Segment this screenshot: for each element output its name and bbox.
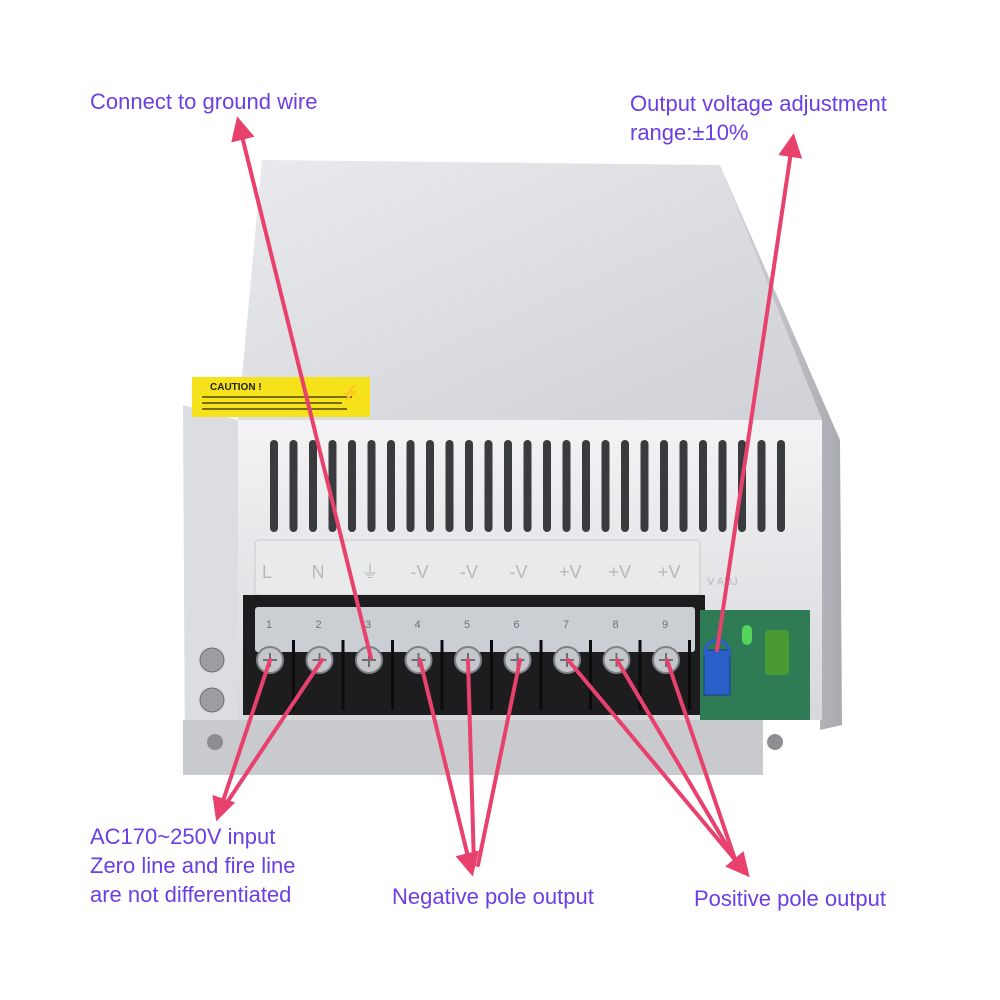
vent-slot (387, 440, 395, 532)
vent-slot (348, 440, 356, 532)
vent-slot (367, 440, 376, 532)
terminal-legend-mark: N (312, 562, 325, 582)
arrow-ac-n (220, 658, 324, 812)
annotation-arrows (212, 116, 803, 878)
ac-input-label: AC170~250V input Zero line and fire line… (90, 822, 295, 909)
arrow-neg-4 (418, 658, 479, 877)
vent-slot (562, 440, 571, 532)
terminal-legend-mark: +V (609, 562, 632, 582)
terminal-legend-mark: ⏚ (361, 562, 379, 582)
vent-slot (777, 440, 785, 532)
terminal-divider (539, 640, 543, 710)
vent-slot (601, 440, 610, 532)
arrow-ac-l (212, 658, 272, 822)
voltage-adjust-line2: range:±10% (630, 120, 749, 145)
adj-label: V ADJ (707, 576, 738, 588)
terminal-legend-mark: L (262, 562, 272, 582)
ventilation-slots (270, 440, 785, 532)
flange-screw (767, 734, 783, 750)
vent-slot (699, 440, 707, 532)
vent-slot (426, 440, 434, 532)
case-right-side (720, 165, 842, 730)
terminal-divider (391, 640, 394, 710)
vent-slot (679, 440, 688, 532)
terminal-divider (341, 640, 345, 710)
arrow-voltage (715, 133, 803, 652)
arrow-pos-9 (665, 658, 740, 870)
lightning-icon: ⚡ (340, 383, 360, 402)
terminal-legend-mark: +V (559, 562, 582, 582)
terminal-number: 2 (316, 619, 322, 631)
arrow-pos-8 (615, 658, 742, 870)
terminal-divider (638, 640, 642, 710)
vent-slot (406, 440, 415, 532)
ac-input-line2: Zero line and fire line (90, 853, 296, 878)
terminal-number: 5 (464, 619, 470, 631)
adjust-potentiometer (703, 649, 731, 696)
vent-slot (484, 440, 493, 532)
positive-output-label: Positive pole output (694, 884, 886, 913)
terminal-divider (292, 640, 295, 710)
terminal-number: 4 (415, 619, 421, 631)
vent-slot (757, 440, 766, 532)
vent-slot (289, 440, 298, 532)
terminal-number: 8 (613, 619, 619, 631)
vent-slot (718, 440, 727, 532)
terminal-block: 1 2 3 4 5 6 7 8 9 (243, 595, 705, 715)
positive-output-text: Positive pole output (694, 886, 887, 911)
vent-slot (660, 440, 668, 532)
terminal-number: 1 (266, 619, 272, 631)
ground-wire-label: Connect to ground wire (90, 87, 317, 116)
vent-slot (640, 440, 649, 532)
vent-slot (465, 440, 473, 532)
terminal-divider (490, 640, 493, 710)
vent-slot (504, 440, 512, 532)
arrow-neg-5 (466, 658, 476, 867)
ac-input-line1: AC170~250V input (90, 824, 276, 849)
vent-slot (445, 440, 454, 532)
negative-output-label: Negative pole output (392, 882, 594, 911)
vent-slot (270, 440, 278, 532)
arrow-pos-7 (566, 658, 750, 878)
green-capacitor (765, 630, 789, 675)
vent-slot (621, 440, 629, 532)
voltage-adjust-line1: Output voltage adjustment (630, 91, 887, 116)
terminal-number: 6 (514, 619, 520, 631)
terminal-legend-mark: -V (411, 562, 429, 582)
arrow-ground (231, 116, 373, 660)
flange-screw (199, 647, 225, 673)
terminal-divider (688, 640, 691, 710)
caution-sticker: CAUTION ! ⚡ (192, 377, 370, 417)
voltage-adjust-label: Output voltage adjustment range:±10% (630, 89, 887, 147)
flange-screw (199, 687, 225, 713)
negative-output-text: Negative pole output (392, 884, 594, 909)
flange-screw (207, 734, 223, 750)
vent-slot (582, 440, 590, 532)
ac-input-line3: are not differentiated (90, 882, 292, 907)
terminal-number: 9 (662, 619, 668, 631)
ground-wire-text: Connect to ground wire (90, 89, 318, 114)
arrow-neg-6 (476, 658, 522, 867)
terminal-legend-mark: +V (658, 562, 681, 582)
vent-slot (309, 440, 317, 532)
terminal-legend: L N ⏚ -V -V -V +V +V +V (254, 539, 701, 596)
vent-slot (523, 440, 532, 532)
terminal-divider (440, 640, 444, 710)
caution-text: CAUTION ! (210, 382, 262, 393)
green-led (742, 625, 752, 645)
terminal-divider (589, 640, 592, 710)
terminal-number: 3 (365, 619, 371, 631)
terminal-legend-mark: -V (460, 562, 478, 582)
terminal-legend-mark: -V (510, 562, 528, 582)
vent-slot (543, 440, 551, 532)
terminal-number: 7 (563, 619, 569, 631)
left-flange (183, 405, 240, 770)
case-top (238, 160, 822, 420)
